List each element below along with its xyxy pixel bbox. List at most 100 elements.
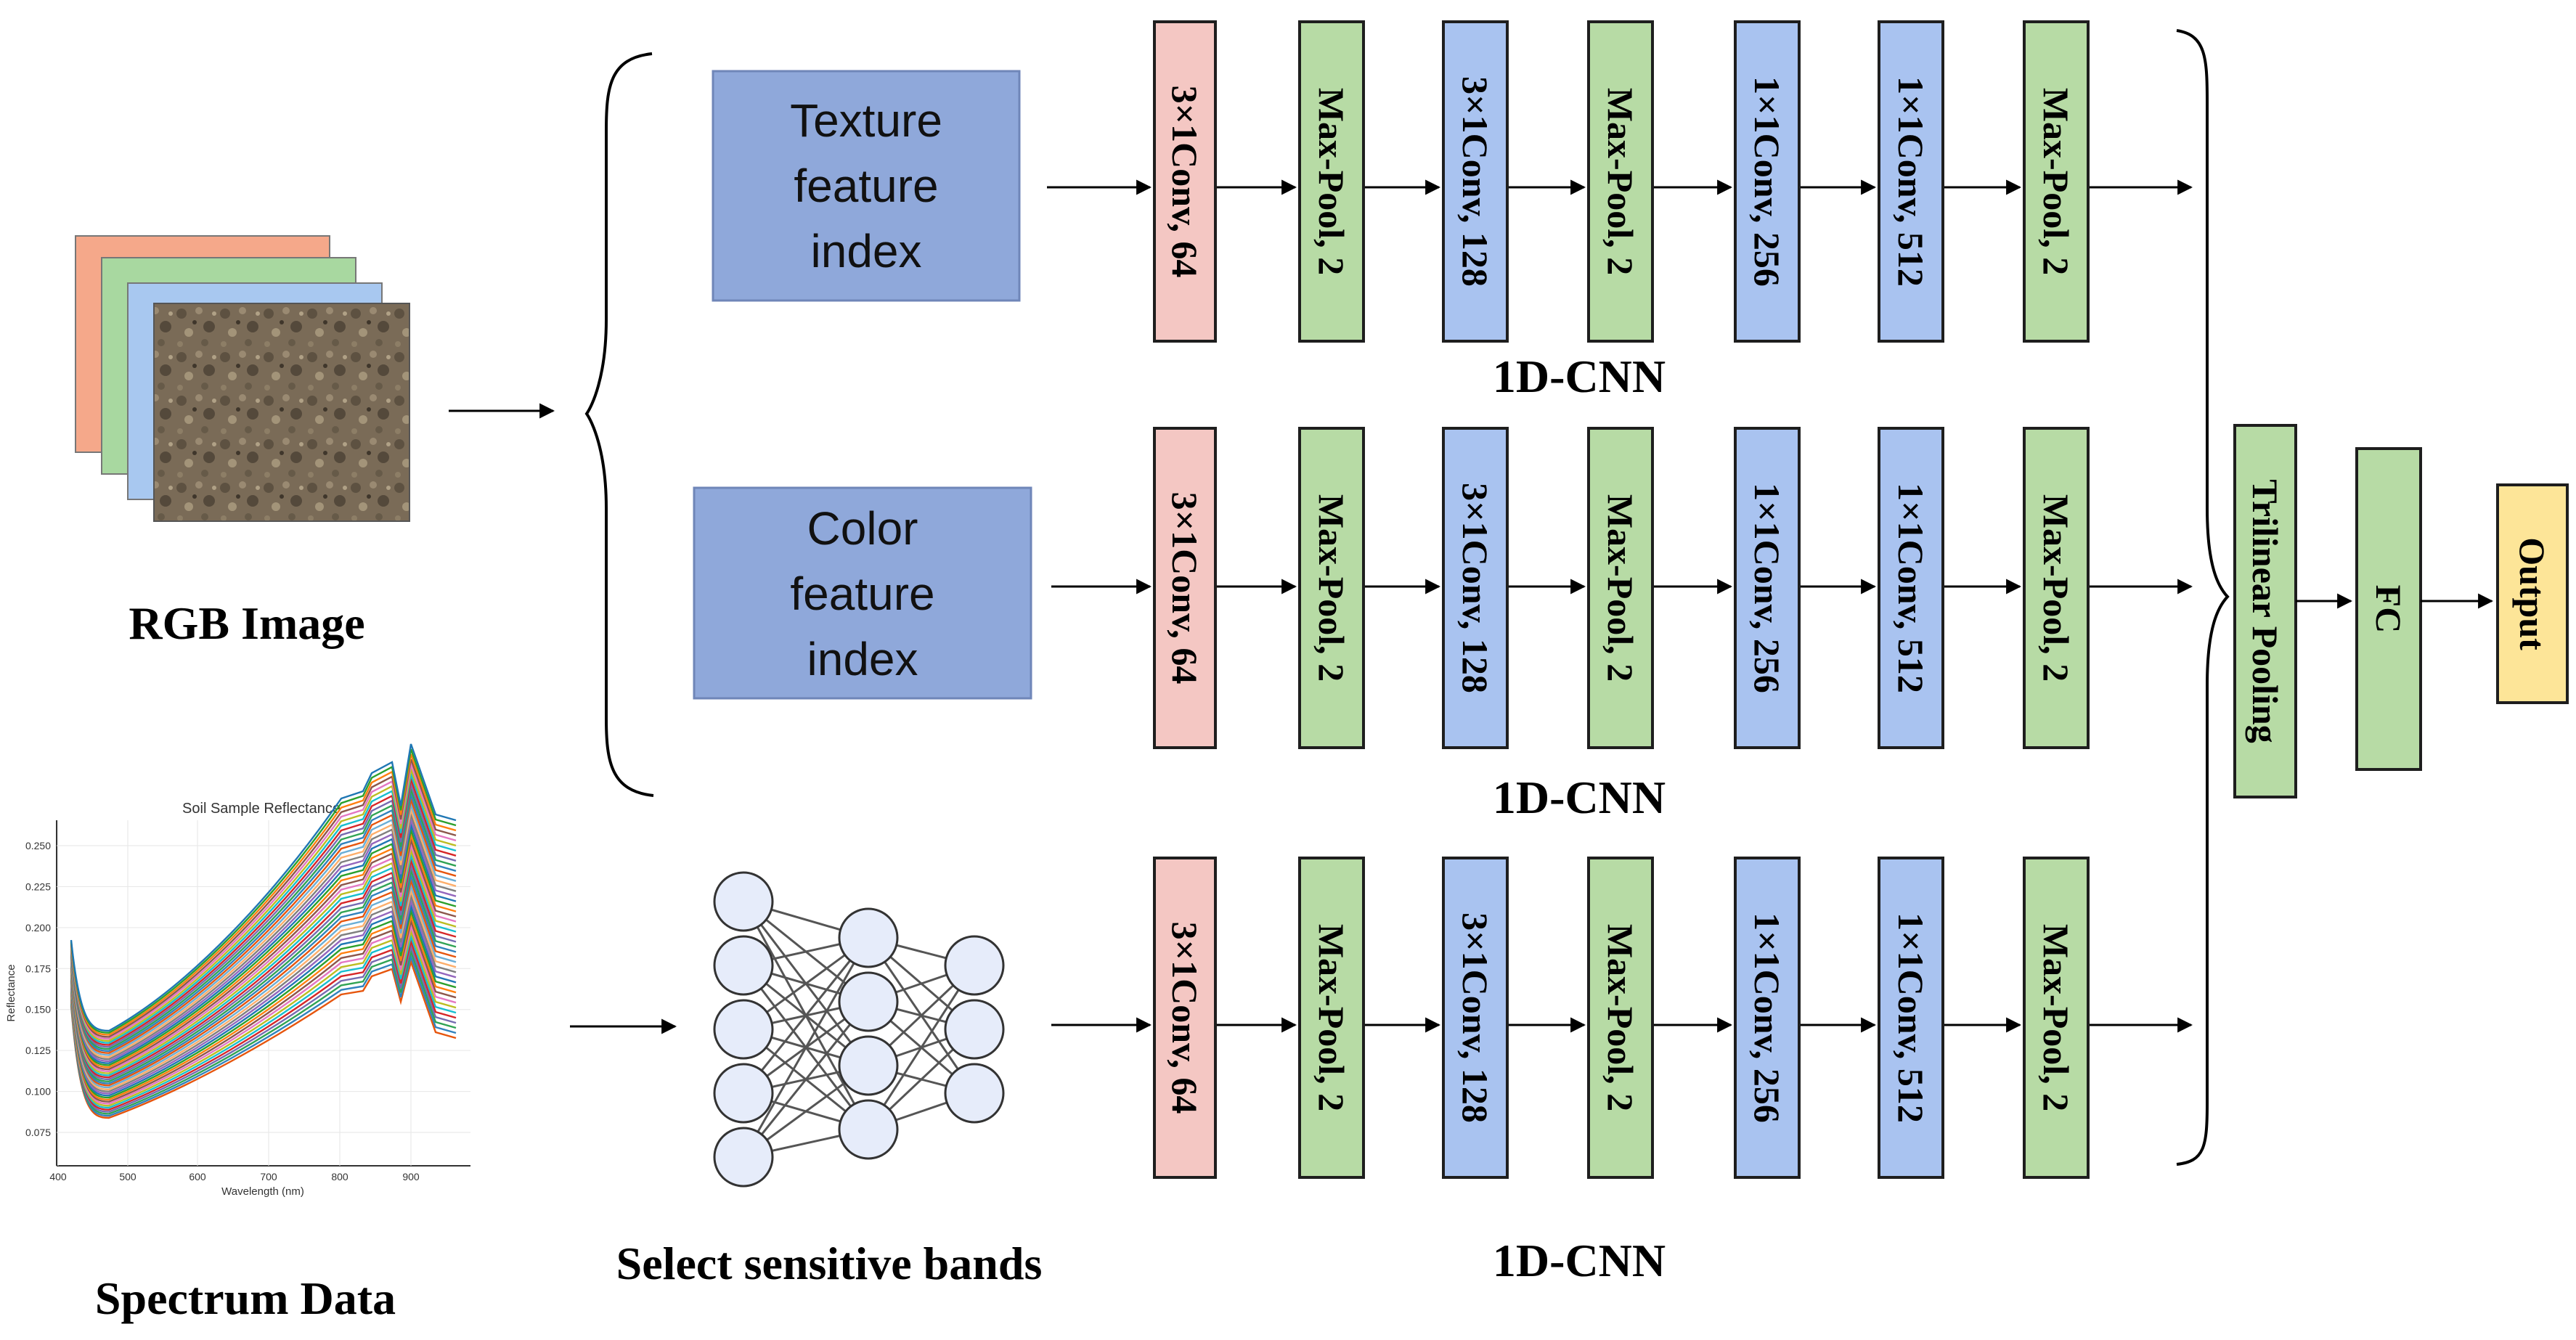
- layer-block: 3×1Conv, 64: [1153, 857, 1217, 1179]
- nn-node: [944, 999, 1005, 1060]
- layer-block-rect: [1153, 427, 1217, 749]
- trilinear-pooling-label: Trilinear Pooling: [2245, 479, 2286, 743]
- nn-node: [713, 1127, 774, 1188]
- neural-network-icon: [713, 871, 1005, 1188]
- layer-block-rect: [1298, 427, 1365, 749]
- spectrum-ytick: 0.225: [25, 881, 51, 892]
- layer-block-rect: [1878, 427, 1944, 749]
- color-line1: Color: [807, 502, 918, 555]
- layer-block: 3×1Conv, 128: [1442, 20, 1509, 343]
- nn-node: [838, 1099, 899, 1160]
- layer-block-rect: [1442, 427, 1509, 749]
- spectrum-xtick: 900: [402, 1171, 420, 1182]
- layer-block: Max-Pool, 2: [1587, 20, 1654, 343]
- cnn-branch-3: 3×1Conv, 64 Max-Pool, 2 3×1Conv, 128 Max-Po…: [1051, 857, 2193, 1286]
- layer-block-label: 1×1Conv, 256: [1747, 912, 1788, 1123]
- nn-node: [838, 971, 899, 1032]
- layer-block-rect: [1587, 20, 1654, 343]
- layer-block-rect: [2023, 427, 2090, 749]
- layer-block-rect: [1442, 857, 1509, 1179]
- nn-node: [944, 935, 1005, 996]
- layer-block-label: Max-Pool, 2: [1311, 924, 1352, 1111]
- layer-block: Max-Pool, 2: [1587, 427, 1654, 749]
- branch-caption: 1D-CNN: [1493, 772, 1666, 823]
- layer-block: 3×1Conv, 128: [1442, 427, 1509, 749]
- layer-block-rect: [1878, 20, 1944, 343]
- spectrum-chart-ylabel: Reflectance: [5, 964, 17, 1021]
- branch-caption: 1D-CNN: [1493, 1235, 1666, 1286]
- nn-node: [713, 935, 774, 996]
- layer-block: 1×1Conv, 512: [1878, 427, 1944, 749]
- layer-block: 1×1Conv, 512: [1878, 857, 1944, 1179]
- spectrum-ytick: 0.125: [25, 1045, 51, 1056]
- nn-node: [838, 1035, 899, 1096]
- nn-edge: [742, 937, 870, 1094]
- layer-block-label: Max-Pool, 2: [2036, 924, 2076, 1111]
- layer-block: 3×1Conv, 128: [1442, 857, 1509, 1179]
- spectrum-ytick: 0.075: [25, 1127, 51, 1138]
- layer-block-rect: [1734, 857, 1801, 1179]
- layer-block: 1×1Conv, 256: [1734, 857, 1801, 1179]
- branch-caption: 1D-CNN: [1493, 351, 1666, 402]
- layer-block-rect: [1153, 857, 1217, 1179]
- select-bands-label: Select sensitive bands: [616, 1238, 1043, 1289]
- color-line3: index: [807, 633, 918, 685]
- layer-block-rect: [1734, 427, 1801, 749]
- layer-block-label: Max-Pool, 2: [1311, 494, 1352, 682]
- layer-block-label: Max-Pool, 2: [2036, 88, 2076, 275]
- layer-block-label: 3×1Conv, 128: [1455, 483, 1496, 693]
- layer-block-label: 3×1Conv, 64: [1165, 86, 1205, 278]
- layer-block-rect: [2023, 857, 2090, 1179]
- layer-block-label: 1×1Conv, 256: [1747, 483, 1788, 693]
- nn-edge: [742, 937, 870, 1158]
- color-line2: feature: [790, 568, 934, 620]
- texture-line2: feature: [794, 160, 938, 212]
- texture-line3: index: [811, 225, 922, 277]
- spectrum-xtick: 400: [49, 1171, 67, 1182]
- layer-block: 1×1Conv, 256: [1734, 427, 1801, 749]
- spectrum-ytick: 0.150: [25, 1004, 51, 1016]
- layer-block-label: 3×1Conv, 64: [1165, 922, 1205, 1114]
- fc-label: FC: [2368, 585, 2409, 634]
- layer-block-label: 3×1Conv, 128: [1455, 76, 1496, 287]
- layer-block-rect: [1298, 20, 1365, 343]
- layer-block: 1×1Conv, 256: [1734, 20, 1801, 343]
- spectrum-xtick: 500: [119, 1171, 136, 1182]
- layer-block: Max-Pool, 2: [2023, 20, 2090, 343]
- rgb-image-stack: [75, 235, 410, 522]
- layer-block: 3×1Conv, 64: [1153, 20, 1217, 343]
- layer-block-label: 1×1Conv, 512: [1891, 912, 1931, 1123]
- spectrum-chart-title: Soil Sample Reflectance: [182, 801, 341, 817]
- nn-edge: [867, 965, 976, 1130]
- fc-block: FC: [2355, 447, 2422, 771]
- layer-block-label: Max-Pool, 2: [1600, 88, 1641, 275]
- layer-block: 1×1Conv, 512: [1878, 20, 1944, 343]
- spectrum-ytick: 0.100: [25, 1086, 51, 1098]
- layer-block: Max-Pool, 2: [1298, 20, 1365, 343]
- layer-block-label: 1×1Conv, 256: [1747, 76, 1788, 287]
- layer-block-label: 1×1Conv, 512: [1891, 483, 1931, 693]
- layer-block-rect: [1587, 857, 1654, 1179]
- rgb-image-label: RGB Image: [129, 597, 364, 649]
- texture-line1: Texture: [790, 94, 942, 147]
- layer-block-rect: [1298, 857, 1365, 1179]
- spectrum-chart: Soil Sample Reflectance 0.2500.2250.2000…: [5, 743, 470, 1198]
- nn-node: [713, 999, 774, 1060]
- color-feature-box: Color feature index: [693, 486, 1032, 700]
- spectrum-ytick: 0.175: [25, 963, 51, 974]
- layer-block-label: Max-Pool, 2: [1600, 924, 1641, 1111]
- layer-block: Max-Pool, 2: [2023, 427, 2090, 749]
- nn-node: [838, 907, 899, 968]
- nn-node: [944, 1063, 1005, 1124]
- spectrum-xtick: 600: [189, 1171, 206, 1182]
- spectrum-curve: [70, 743, 457, 1032]
- fusion-brace: [2176, 29, 2230, 1166]
- layer-block-rect: [1734, 20, 1801, 343]
- layer-block-rect: [1878, 857, 1944, 1179]
- soil-photo: [153, 303, 410, 522]
- spectrum-data-label: Spectrum Data: [95, 1272, 396, 1324]
- spectrum-ytick: 0.200: [25, 922, 51, 933]
